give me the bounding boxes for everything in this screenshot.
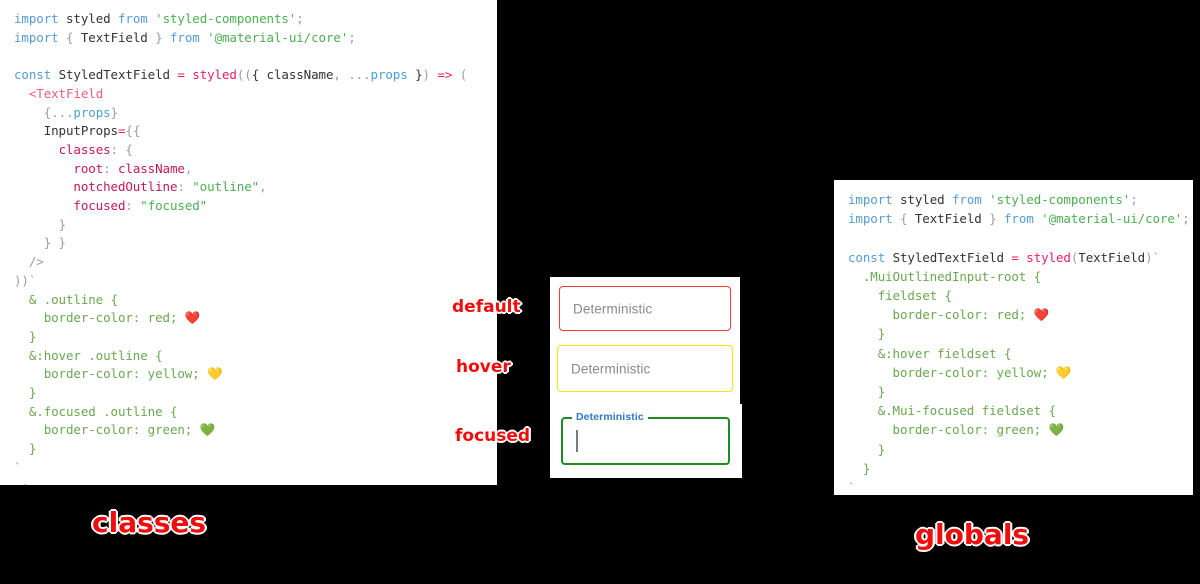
textfield-hover-value: Deterministic [571, 361, 651, 376]
textfield-default-value: Deterministic [573, 301, 653, 316]
annotation-hover: hover [456, 357, 511, 377]
demo-slice-hover: Deterministic [550, 338, 740, 404]
annotation-focused: focused [455, 426, 531, 446]
caption-classes: classes [92, 506, 207, 539]
textfield-focused-label: Deterministic [572, 411, 648, 423]
caption-globals: globals [915, 518, 1030, 551]
annotation-default: default [452, 297, 521, 317]
demo-slice-focused: Deterministic [552, 404, 742, 478]
textfield-hover[interactable]: Deterministic [557, 345, 733, 392]
code-panel-classes: import styled from 'styled-components'; … [0, 0, 497, 485]
textfield-focused[interactable]: Deterministic [561, 411, 730, 465]
code-block-globals[interactable]: import styled from 'styled-components'; … [848, 192, 1190, 495]
text-caret-icon [576, 430, 578, 452]
demo-slice-default: Deterministic [550, 277, 740, 338]
code-panel-globals: import styled from 'styled-components'; … [834, 180, 1193, 495]
textfield-default[interactable]: Deterministic [559, 286, 731, 331]
code-block-classes[interactable]: import styled from 'styled-components'; … [14, 11, 468, 485]
textfield-demo-panel: Deterministic Deterministic Deterministi… [550, 277, 742, 478]
